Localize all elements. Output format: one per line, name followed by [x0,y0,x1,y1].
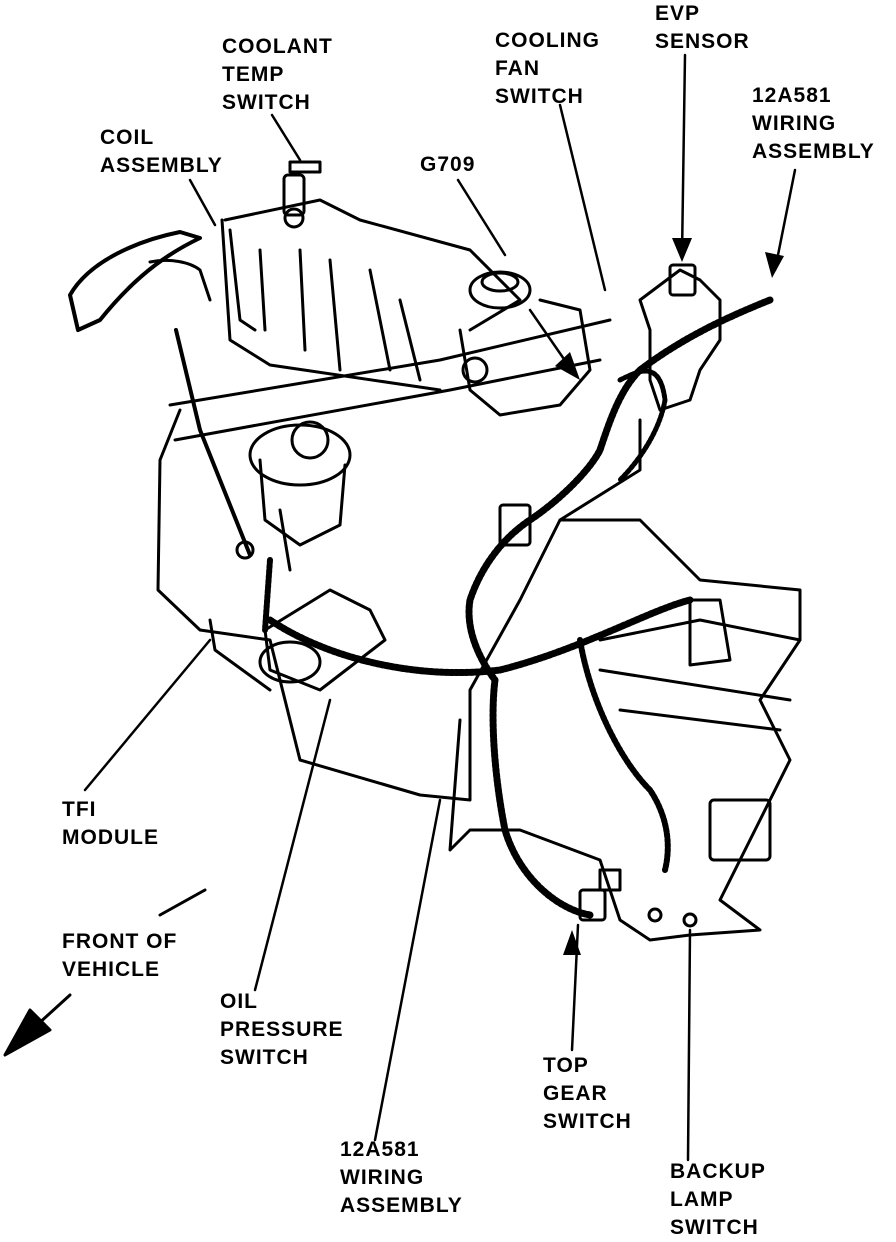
evp-sensor-body [638,268,722,412]
leader-lines [83,53,797,1162]
oil-filter [263,588,387,692]
label-wiring-assembly-bottom: 12A581 WIRING ASSEMBLY [340,1138,463,1217]
label-oil-pressure-switch: OIL PRESSURE SWITCH [220,990,344,1069]
air-hose [68,230,202,332]
label-coil-assembly: COIL ASSEMBLY [100,126,223,177]
engine-block [156,408,642,802]
label-wiring-assembly-top: 12A581 WIRING ASSEMBLY [752,84,875,163]
label-cooling-fan-switch: COOLING FAN SWITCH [495,29,600,108]
front-arrow [3,888,207,1057]
transmission [448,518,802,942]
intake-manifold [223,198,522,332]
label-front-of-vehicle: FRONT OF VEHICLE [62,930,178,981]
label-tfi-module: TFI MODULE [62,798,159,849]
label-coolant-temp-switch: COOLANT TEMP SWITCH [222,35,333,114]
connector [498,503,532,547]
label-evp-sensor: EVP SENSOR [655,2,750,53]
label-g709: G709 [420,153,476,176]
label-backup-lamp-switch: BACKUP LAMP SWITCH [670,1160,766,1239]
label-top-gear-switch: TOP GEAR SWITCH [543,1054,632,1133]
top-gear-switch-body [578,888,607,922]
dipstick-tube [174,328,252,557]
